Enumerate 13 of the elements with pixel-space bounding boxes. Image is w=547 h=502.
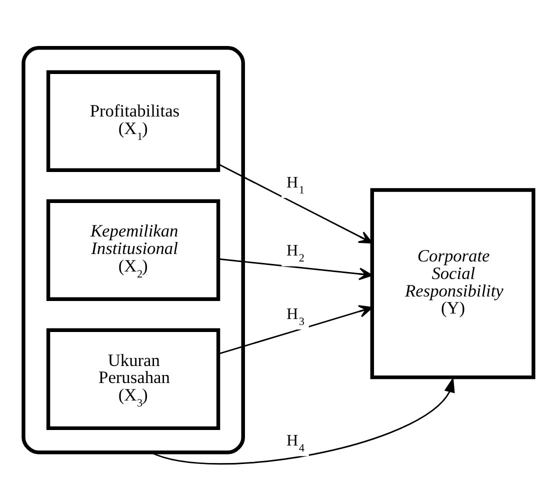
arrow [218, 164, 373, 244]
edge-label: H$_{1}$ [286, 174, 305, 196]
arrow [218, 305, 373, 355]
arrow [150, 377, 455, 465]
edge-label: H$_{3}$ [286, 306, 305, 328]
arrow [218, 258, 373, 280]
node-box: Profitabilitas (X$_{1}$) [46, 70, 220, 172]
node-box: Ukuran Perusahan (X$_{3}$) [46, 328, 220, 430]
edge-label: H$_{2}$ [286, 242, 305, 265]
node-box: Kepemilikan Institusional (X$_{2}$) [46, 199, 220, 301]
node-box: Corporate Social Responsibility (Y) [370, 188, 536, 380]
cluster [22, 46, 245, 454]
edge-label: H$_{4}$ [286, 432, 305, 454]
